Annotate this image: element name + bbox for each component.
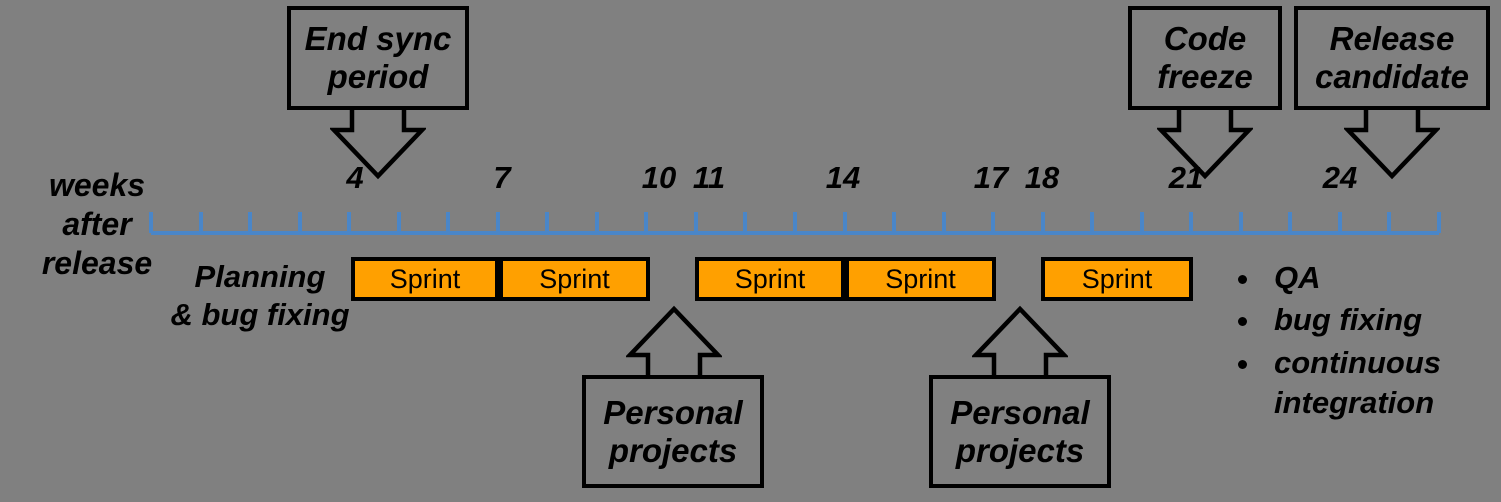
axis-caption-line-3: release <box>41 245 153 282</box>
arrow-down-code-freeze <box>1157 108 1253 180</box>
timeline-tick <box>1337 212 1342 233</box>
activity-label: QA <box>1274 260 1321 295</box>
activities-list: QA bug fixing continuous integration <box>1228 258 1498 425</box>
tick-label-7: 7 <box>493 160 511 195</box>
arrow-down-end-sync-period <box>330 108 426 180</box>
timeline-tick <box>1189 212 1194 233</box>
tick-label-10: 10 <box>641 160 677 195</box>
callout-end-sync-period-label: End sync period <box>304 20 452 95</box>
arrow-up-personal-projects-1 <box>626 305 722 377</box>
sprint-box-4[interactable]: Sprint <box>845 257 996 301</box>
timeline-tick <box>149 212 153 233</box>
sprint-box-5[interactable]: Sprint <box>1041 257 1193 301</box>
timeline-tick <box>396 212 401 233</box>
timeline-tick <box>991 212 996 233</box>
timeline-tick <box>693 212 698 233</box>
timeline-tick <box>198 212 203 233</box>
axis-caption-line-2: after <box>62 206 132 243</box>
timeline-tick <box>495 212 500 233</box>
sprint-label: Sprint <box>734 263 806 294</box>
tick-label-14: 14 <box>825 160 861 195</box>
timeline-tick <box>1288 212 1293 233</box>
sprint-box-1[interactable]: Sprint <box>351 257 499 301</box>
callout-end-sync-period[interactable]: End sync period <box>287 6 469 110</box>
sprint-label: Sprint <box>1081 263 1153 294</box>
planning-label-line-2: & bug fixing <box>170 296 350 332</box>
arrow-down-release-candidate <box>1344 108 1440 180</box>
timeline-tick <box>1040 212 1045 233</box>
activity-label: continuous integration <box>1274 344 1442 420</box>
planning-label: Planning& bug fixing <box>168 258 352 334</box>
timeline-tick <box>1437 212 1441 233</box>
timeline-tick <box>1387 212 1392 233</box>
callout-personal-projects-2-label: Personal projects <box>950 393 1090 469</box>
bullet-dot-icon <box>1238 359 1247 369</box>
callout-personal-projects-2[interactable]: Personal projects <box>929 375 1111 488</box>
arrow-up-personal-projects-2 <box>972 305 1068 377</box>
tick-label-11: 11 <box>692 160 726 195</box>
callout-code-freeze-label: Code freeze <box>1157 20 1253 95</box>
timeline-tick <box>793 212 797 233</box>
tick-label-18: 18 <box>1024 160 1060 195</box>
list-item: continuous integration <box>1228 343 1498 424</box>
sprint-box-2[interactable]: Sprint <box>499 257 650 301</box>
callout-personal-projects-1-label: Personal projects <box>603 393 743 469</box>
timeline-tick <box>1139 212 1144 233</box>
timeline-tick <box>1238 212 1243 233</box>
callout-personal-projects-1[interactable]: Personal projects <box>582 375 764 488</box>
tick-label-4: 4 <box>346 160 364 195</box>
axis-caption-line-1: weeks <box>48 167 146 203</box>
timeline-tick <box>248 212 253 233</box>
timeline-axis-line <box>151 231 1439 235</box>
sprint-label: Sprint <box>539 263 610 294</box>
list-item: QA <box>1228 258 1498 298</box>
timeline-tick <box>347 212 352 233</box>
timeline-tick <box>941 212 946 233</box>
bullet-dot-icon <box>1238 275 1247 284</box>
planning-label-line-1: Planning <box>194 259 326 294</box>
callout-release-candidate-label: Release candidate <box>1314 20 1470 95</box>
timeline-tick <box>842 212 847 233</box>
activity-label: bug fixing <box>1274 302 1423 338</box>
callout-code-freeze[interactable]: Code freeze <box>1128 6 1282 110</box>
sprint-label: Sprint <box>389 263 461 294</box>
bullet-dot-icon <box>1238 317 1247 327</box>
list-item: bug fixing <box>1228 300 1498 340</box>
timeline-tick <box>594 212 599 233</box>
tick-label-17: 17 <box>973 160 1009 195</box>
timeline-tick <box>892 212 897 233</box>
timeline-tick <box>446 212 451 233</box>
timeline-tick <box>297 212 302 233</box>
timeline-tick <box>545 212 550 233</box>
sprint-label: Sprint <box>885 263 956 294</box>
timeline-tick <box>743 212 748 233</box>
timeline-tick <box>1090 212 1095 233</box>
callout-release-candidate[interactable]: Release candidate <box>1294 6 1490 110</box>
sprint-box-3[interactable]: Sprint <box>695 257 845 301</box>
tick-label-24: 24 <box>1322 160 1358 195</box>
timeline-tick <box>644 212 649 233</box>
